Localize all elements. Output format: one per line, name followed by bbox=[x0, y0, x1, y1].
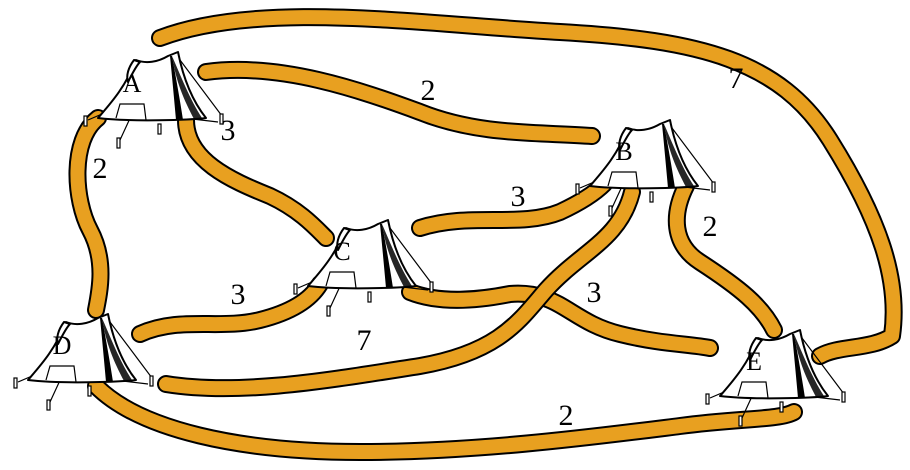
weight-label-a-c: 3 bbox=[221, 114, 236, 147]
campsite-label: D bbox=[53, 331, 72, 360]
weight-label-d-e: 2 bbox=[559, 399, 574, 432]
trail-fill bbox=[186, 120, 326, 238]
weight-label-a-e: 7 bbox=[729, 62, 744, 95]
weight-label-d-b: 7 bbox=[357, 324, 372, 357]
weight-label-a-b: 2 bbox=[421, 74, 436, 107]
trail-a-b bbox=[206, 70, 592, 136]
campsite-d[interactable]: D bbox=[14, 314, 153, 410]
trail-fill bbox=[677, 186, 774, 330]
trail-c-e bbox=[410, 292, 710, 348]
trail-b-e bbox=[677, 186, 774, 330]
campsite-label: E bbox=[746, 347, 762, 376]
campsite-label: A bbox=[123, 69, 142, 98]
campsite-label: C bbox=[333, 237, 350, 266]
weight-label-a-d: 2 bbox=[93, 152, 108, 185]
weight-label-b-e: 2 bbox=[703, 210, 718, 243]
weight-label-c-e: 3 bbox=[587, 276, 602, 309]
tent-icon bbox=[14, 314, 153, 410]
weight-label-d-c: 3 bbox=[231, 278, 246, 311]
trail-a-d bbox=[77, 118, 100, 310]
weight-label-c-b: 3 bbox=[511, 180, 526, 213]
trail-fill bbox=[410, 292, 710, 348]
campsite-label: B bbox=[615, 137, 632, 166]
trail-a-c bbox=[186, 120, 326, 238]
